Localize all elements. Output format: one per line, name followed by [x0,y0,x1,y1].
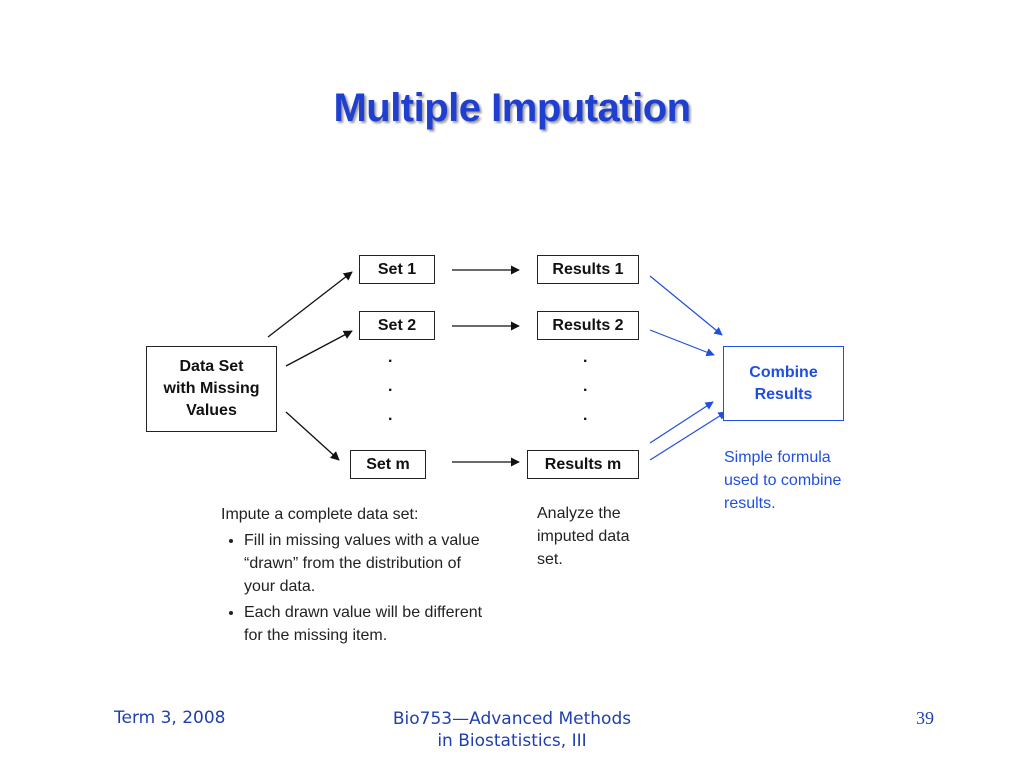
source-data-line-3: Values [186,402,237,419]
combine-results-box: Combine Results [723,346,844,421]
source-data-line-2: with Missing [163,380,260,397]
results-ellipsis-dot-3: . [583,407,588,424]
results-ellipsis-dot-2: . [583,378,588,395]
combine-line-1: Combine [749,363,818,381]
results-1-box: Results 1 [537,255,639,284]
footer-course-line-2: in Biostatistics, III [437,731,587,751]
impute-bullet-2: Each drawn value will be different for t… [244,601,494,647]
analyze-note: Analyze the imputed data set. [537,505,630,568]
sets-ellipsis-dot-2: . [388,378,393,395]
combine-line-2: Results [754,385,813,403]
results-2-box: Results 2 [537,311,639,340]
slide-title: Multiple Imputation [333,86,691,130]
arrow-source-to-set-m [285,411,340,461]
results-ellipsis-dot-1: . [583,349,588,366]
arrow-results-m-to-combine-a [649,401,714,444]
arrow-source-to-set-2 [285,330,353,367]
arrow-results-2-to-combine [649,329,715,357]
page-number: 39 [916,708,934,728]
set-m-box: Set m [350,450,426,479]
sets-ellipsis-dot-3: . [388,407,393,424]
impute-bullet-1: Fill in missing values with a value “dra… [244,529,494,598]
arrow-results-1-to-combine [649,275,723,336]
arrow-source-to-set-1 [267,271,353,338]
combine-note: Simple formula used to combine results. [724,449,842,512]
results-m-box: Results m [527,450,639,479]
footer-course-line-1: Bio753—Advanced Methods [392,709,632,729]
impute-heading: Impute a complete data set: [221,506,419,523]
impute-bullet-list: Fill in missing values with a value “dra… [222,529,494,650]
source-data-box: Data Set with Missing Values [146,346,277,432]
set-1-box: Set 1 [359,255,435,284]
footer-course: Bio753—Advanced Methods in Biostatistics… [352,708,672,752]
sets-ellipsis-dot-1: . [388,349,393,366]
set-2-box: Set 2 [359,311,435,340]
source-data-line-1: Data Set [179,358,244,375]
footer-term: Term 3, 2008 [114,708,226,728]
arrow-results-m-to-combine-b [649,411,727,461]
